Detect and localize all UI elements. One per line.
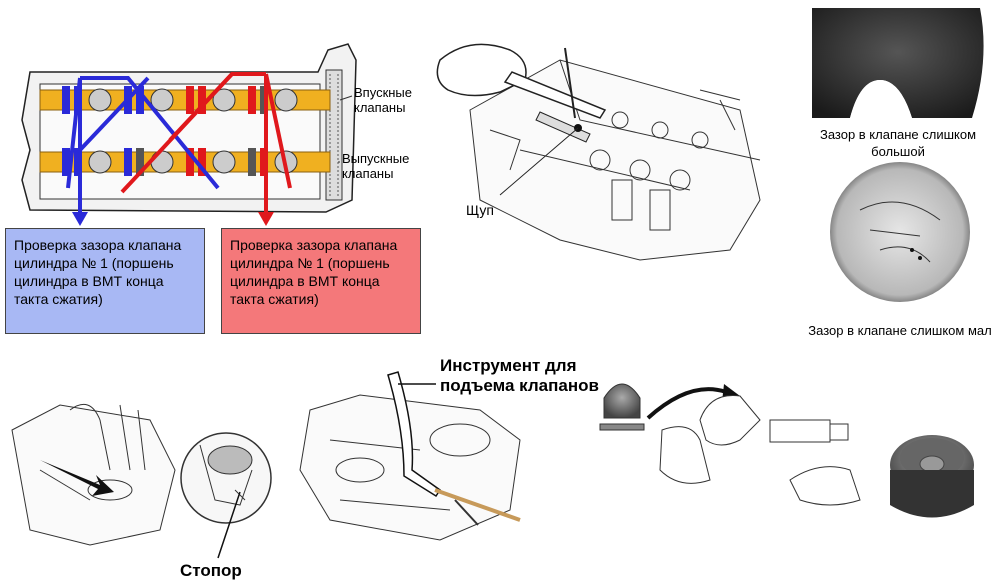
blue-info-box: Проверка зазора клапана цилиндра № 1 (по…: [5, 228, 205, 334]
intake-valves: [62, 86, 298, 114]
blue-arrow-head: [72, 212, 88, 226]
intake-valves-label: Впускные клапаны: [354, 85, 413, 115]
stopper-label: Стопор: [180, 561, 242, 580]
stopper-leader: [217, 491, 241, 559]
red-arrow-head: [258, 212, 274, 226]
exhaust-camshaft: [39, 151, 331, 173]
tool-label: Инструмент для подъема клапанов: [440, 356, 599, 395]
exhaust-valves-label: Выпускные клапаны: [342, 151, 410, 181]
pointer-arrow: [40, 460, 114, 496]
feeler-label: Щуп: [466, 202, 495, 218]
red-arrows: [120, 72, 292, 215]
red-info-box: Проверка зазора клапана цилиндра № 1 (по…: [221, 228, 421, 334]
intake-camshaft: [39, 89, 331, 111]
gap-large-caption: Зазор в клапане слишком большой: [819, 127, 977, 159]
feeler-leader: [499, 127, 579, 196]
curve-arrow: [646, 387, 727, 420]
blue-arrows: [66, 76, 220, 215]
gap-small-caption: Зазор в клапане слишком мал: [808, 323, 992, 338]
